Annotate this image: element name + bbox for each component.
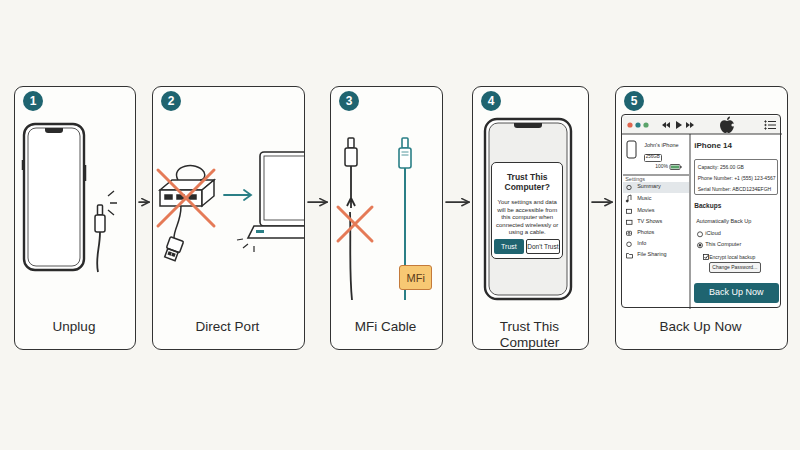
step-label: Direct Port <box>153 319 302 335</box>
window-text: Summary <box>637 183 687 190</box>
window-text: File Sharing <box>637 251 687 258</box>
step-number: 3 <box>339 91 359 111</box>
window-text: Photos <box>637 229 687 236</box>
step-number: 4 <box>481 91 501 111</box>
step-panel: Unplug 1 <box>14 86 136 350</box>
step-panel: Back Up Now 5John's iPhone 100% SettingsSum… <box>615 86 788 350</box>
trust-button: Trust <box>494 239 524 254</box>
window-text: Movies <box>637 207 687 214</box>
window-text: Music <box>637 195 687 202</box>
storage-tag: 256GB <box>644 154 662 162</box>
info-text: Serial Number: ABCD1234EFGH <box>698 186 776 192</box>
step-arrow <box>446 201 469 203</box>
step-arrow <box>308 201 327 203</box>
window-text: Settings <box>625 176 665 183</box>
window-text: TV Shows <box>637 218 687 225</box>
info-text: Capacity: 256.00 GB <box>698 164 776 170</box>
window-text: This Computer <box>705 241 765 248</box>
window-text: Encrypt local backup <box>709 254 769 260</box>
step-label: Back Up Now <box>616 319 785 335</box>
change-password-button: Change Password... <box>709 262 761 273</box>
window-text: Backups <box>694 202 774 210</box>
tag-text: 256GB <box>646 155 660 160</box>
info-text: Phone Number: +1 (555) 123-4567 <box>698 175 776 181</box>
window-text: Info <box>637 240 687 247</box>
step-number: 1 <box>23 91 43 111</box>
dialog-text: Trust This Computer? <box>493 172 561 192</box>
itunes-window: John's iPhone 100% SettingsSummaryMusicMov… <box>621 114 781 308</box>
step-panel: MFi Cable 3MFi <box>330 86 443 350</box>
window-text: 100% <box>655 163 669 169</box>
window-text: iCloud <box>705 230 765 237</box>
step-panel: Trust This Computer 4Trust This Computer?… <box>472 86 589 350</box>
badge-text: MFi <box>407 272 425 284</box>
window-text: iPhone 14 <box>694 141 774 151</box>
dont-trust-button: Don't Trust <box>526 239 560 254</box>
back-up-now-button: Back Up Now <box>694 283 779 303</box>
button-text: Trust <box>501 243 517 251</box>
step-number: 5 <box>624 91 644 111</box>
button-text: Change Password... <box>712 265 757 271</box>
mfi-badge: MFi <box>399 265 432 290</box>
step-label: Trust This Computer <box>473 319 586 351</box>
window-text: John's iPhone <box>644 142 689 149</box>
step-arrow <box>139 201 149 203</box>
step-label: MFi Cable <box>331 319 440 335</box>
step-number-text: 1 <box>30 95 37 108</box>
dialog-text: Your settings and data will be accessibl… <box>495 199 559 237</box>
device-info-box: Capacity: 256.00 GB Phone Number: +1 (555… <box>694 159 778 195</box>
step-arrow <box>592 201 612 203</box>
step-number-text: 4 <box>488 95 495 108</box>
step-number-text: 5 <box>631 95 638 108</box>
step-number-text: 3 <box>346 95 353 108</box>
window-text: Automatically Back Up <box>696 218 776 225</box>
button-text: Don't Trust <box>527 243 558 250</box>
button-text: Back Up Now <box>709 288 764 298</box>
step-panel: Direct Port 2 <box>152 86 305 350</box>
step-label: Unplug <box>15 319 133 335</box>
step-number: 2 <box>161 91 181 111</box>
trust-dialog: Trust This Computer? Your settings and da… <box>491 162 563 259</box>
step-number-text: 2 <box>168 95 175 108</box>
